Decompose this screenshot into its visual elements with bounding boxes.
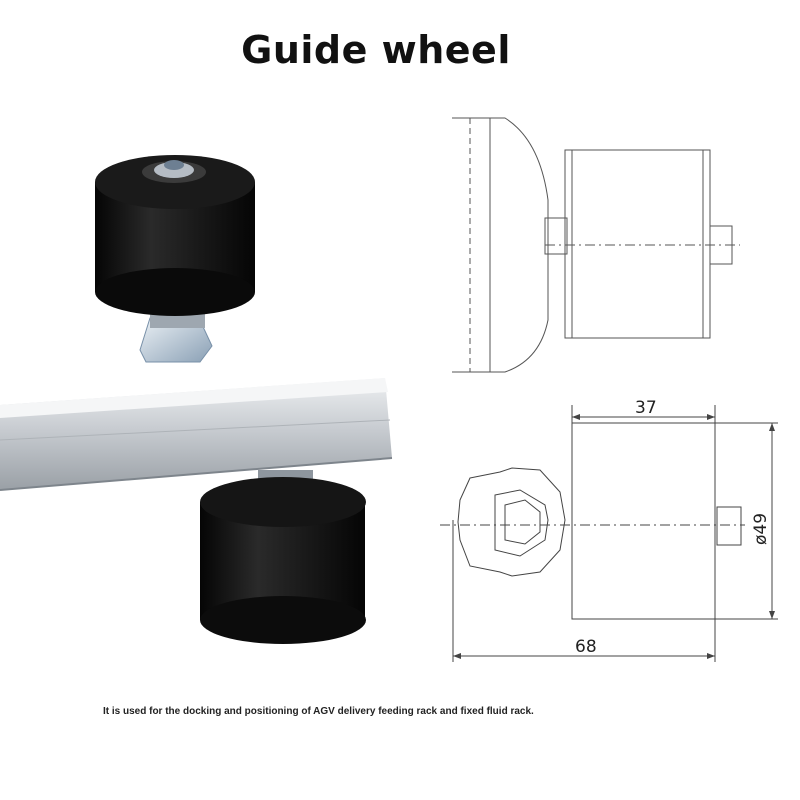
product-photo	[0, 130, 420, 670]
page-title: Guide wheel	[241, 28, 511, 72]
aluminium-rail	[0, 378, 393, 491]
total-length-dimension: 68	[575, 637, 597, 657]
wheel-body-outline	[564, 149, 711, 339]
diameter-dimension: ø49	[751, 513, 771, 545]
hub-shape	[544, 217, 568, 255]
width-dimension: 37	[635, 398, 657, 418]
wheel-body-outline-2	[571, 422, 716, 620]
dimension-drawing: 37 68 ø49	[440, 395, 790, 670]
lower-wheel	[200, 470, 366, 644]
profile-section	[457, 467, 566, 577]
upper-wheel	[95, 155, 255, 363]
caption-text: It is used for the docking and positioni…	[103, 706, 534, 717]
side-view-drawing	[440, 110, 770, 380]
rail-outline	[452, 117, 549, 373]
bolt-outline	[716, 506, 742, 546]
